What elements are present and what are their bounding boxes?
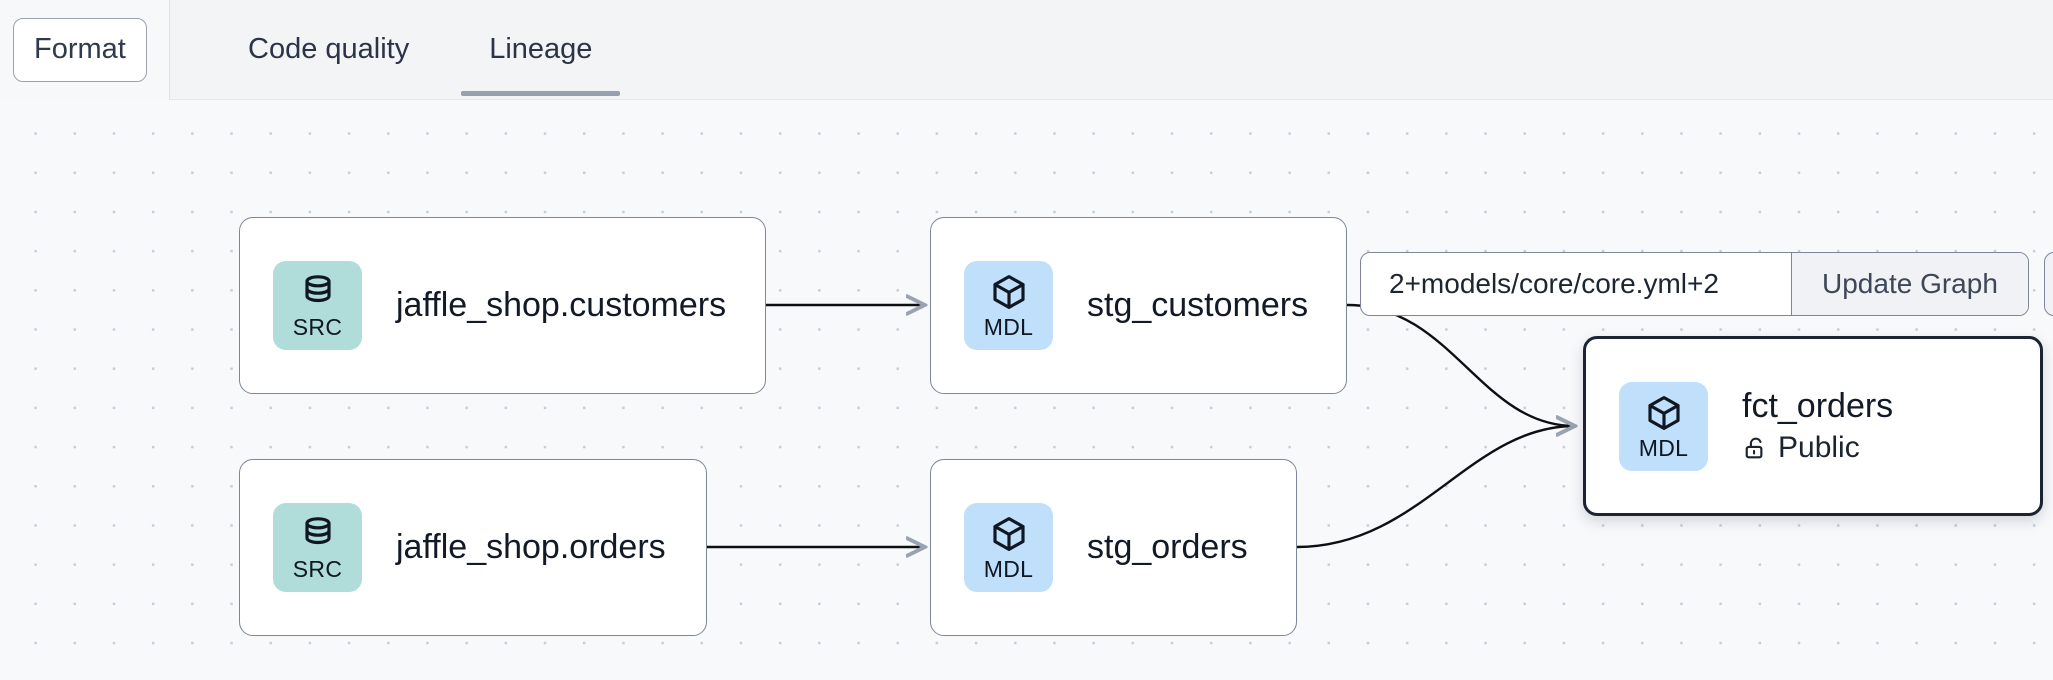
unlock-icon (1745, 437, 1763, 458)
lineage-canvas[interactable]: SRC jaffle_shop.customers SRC jaffle_sho… (0, 100, 2053, 680)
format-button[interactable]: Format (13, 17, 147, 82)
badge-mdl: MDL (964, 503, 1053, 592)
overflow-panel[interactable] (2044, 252, 2053, 316)
node-title: jaffle_shop.orders (396, 527, 666, 566)
tab-lineage[interactable]: Lineage (461, 0, 621, 100)
cube-icon (992, 517, 1025, 551)
tab-code-quality[interactable]: Code quality (248, 33, 410, 65)
graph-node-jaffle-shop-customers[interactable]: SRC jaffle_shop.customers (239, 217, 766, 394)
graph-selector-input[interactable] (1361, 253, 1791, 315)
badge-mdl-label: MDL (983, 556, 1034, 582)
badge-mdl-label: MDL (1638, 434, 1689, 461)
graph-node-fct-orders[interactable]: MDL fct_orders Public (1583, 336, 2043, 516)
format-zone: Format (0, 0, 170, 100)
node-body: stg_orders (1087, 528, 1248, 567)
node-access-label: Public (1778, 431, 1860, 465)
edge-stg-customers-to-fct-orders (1346, 303, 1575, 426)
node-body: stg_customers (1087, 286, 1308, 325)
badge-src: SRC (273, 261, 362, 350)
cube-icon (1647, 395, 1680, 430)
edge-stg-orders-to-fct-orders (1296, 426, 1575, 549)
node-title: fct_orders (1742, 386, 1894, 425)
tab-bar: Code quality Lineage (170, 0, 666, 100)
node-access: Public (1742, 431, 1893, 465)
graph-node-stg-customers[interactable]: MDL stg_customers (930, 217, 1347, 394)
node-title: stg_orders (1087, 527, 1248, 566)
update-graph-button[interactable]: Update Graph (1791, 253, 2028, 315)
badge-mdl: MDL (1619, 381, 1708, 471)
database-icon (304, 275, 331, 303)
database-icon (304, 517, 331, 545)
node-body: jaffle_shop.orders (396, 528, 666, 567)
node-title: jaffle_shop.customers (396, 285, 727, 324)
badge-src-label: SRC (292, 556, 343, 582)
graph-node-stg-orders[interactable]: MDL stg_orders (930, 459, 1297, 636)
badge-mdl-label: MDL (983, 314, 1034, 340)
badge-mdl: MDL (964, 261, 1053, 350)
node-title: stg_customers (1087, 285, 1309, 324)
toolbar: Format Code quality Lineage (0, 0, 2053, 100)
node-body: fct_orders Public (1742, 387, 1893, 465)
graph-selector-panel: Update Graph (1360, 252, 2029, 316)
graph-node-jaffle-shop-orders[interactable]: SRC jaffle_shop.orders (239, 459, 707, 636)
cube-icon (992, 275, 1025, 309)
badge-src-label: SRC (292, 314, 343, 340)
badge-src: SRC (273, 503, 362, 592)
node-body: jaffle_shop.customers (396, 286, 726, 325)
